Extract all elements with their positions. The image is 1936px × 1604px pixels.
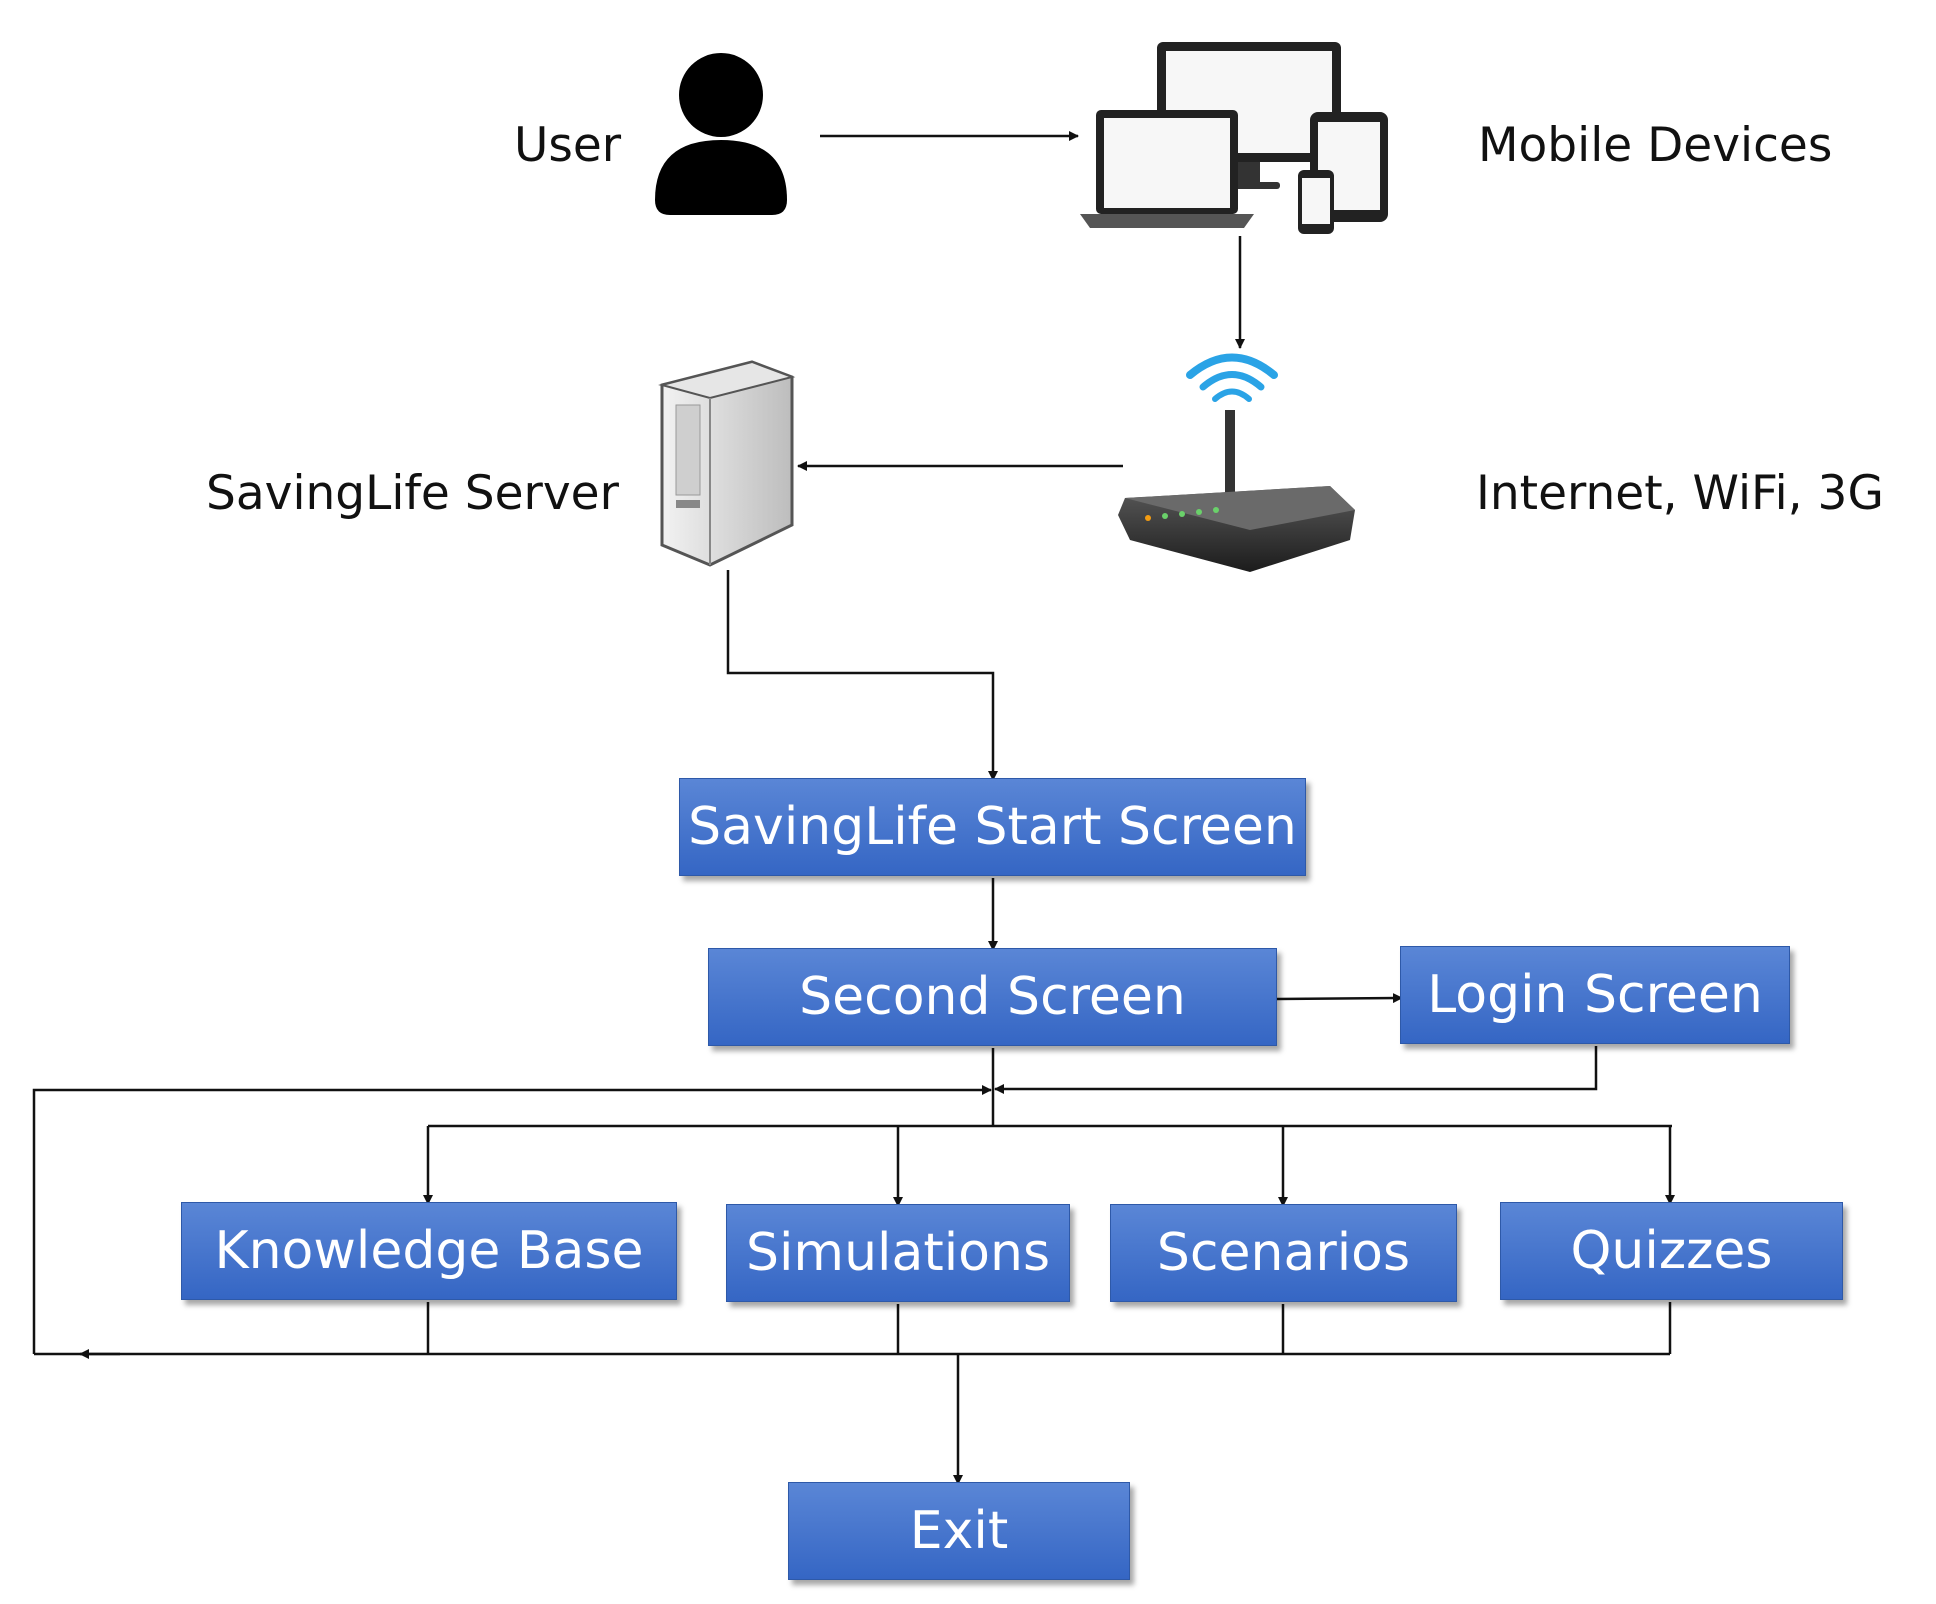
devices-icon xyxy=(1080,42,1388,234)
server-icon xyxy=(658,360,796,567)
quizzes-box[interactable]: Quizzes xyxy=(1500,1202,1843,1300)
arrow-login-to-hub xyxy=(994,1046,1598,1094)
start-screen-box[interactable]: SavingLife Start Screen xyxy=(679,778,1306,876)
second-screen-box[interactable]: Second Screen xyxy=(708,948,1277,1046)
scenarios-box[interactable]: Scenarios xyxy=(1110,1204,1457,1302)
arrow-server-to-start xyxy=(726,570,998,781)
arrow-loop-to-hub xyxy=(32,1085,992,1354)
login-screen-box[interactable]: Login Screen xyxy=(1400,946,1790,1044)
wifi-router-icon xyxy=(1118,353,1355,572)
knowledge-base-box[interactable]: Knowledge Base xyxy=(181,1202,677,1300)
user-icon xyxy=(655,53,787,215)
mobile-devices-label: Mobile Devices xyxy=(1478,118,1833,173)
exit-box[interactable]: Exit xyxy=(788,1482,1130,1580)
arrow-second-to-login xyxy=(1276,993,1403,1004)
simulations-box[interactable]: Simulations xyxy=(726,1204,1070,1302)
user-label: User xyxy=(514,118,622,173)
network-label: Internet, WiFi, 3G xyxy=(1476,466,1884,521)
server-label: SavingLife Server xyxy=(206,466,619,521)
